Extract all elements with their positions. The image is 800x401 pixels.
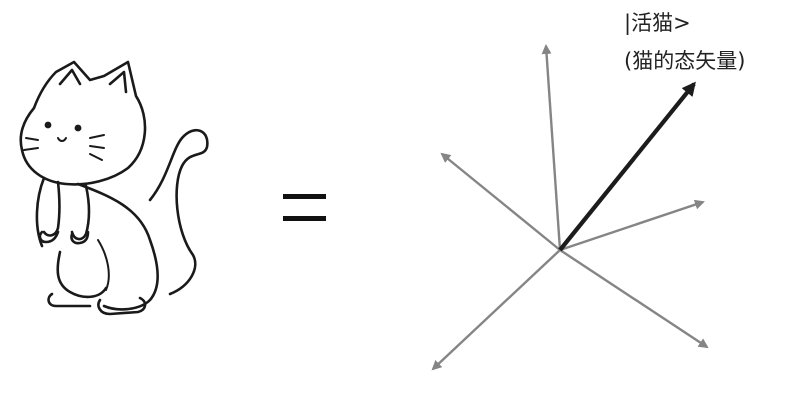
basis-vector-up <box>541 44 562 251</box>
state-vector-caption: (猫的态矢量) <box>624 49 746 73</box>
basis-vector-lower-left <box>431 249 561 371</box>
basis-vector-upper-left <box>440 152 561 251</box>
basis-vector-lower-right <box>559 248 709 349</box>
state-vector-arrow <box>558 81 696 252</box>
cat-drawing-icon <box>19 60 209 316</box>
basis-vector-right <box>559 199 705 252</box>
state-vector-label: |活猫> <box>624 11 691 35</box>
equals-sign-icon <box>283 194 326 221</box>
basis-vectors <box>431 44 709 371</box>
